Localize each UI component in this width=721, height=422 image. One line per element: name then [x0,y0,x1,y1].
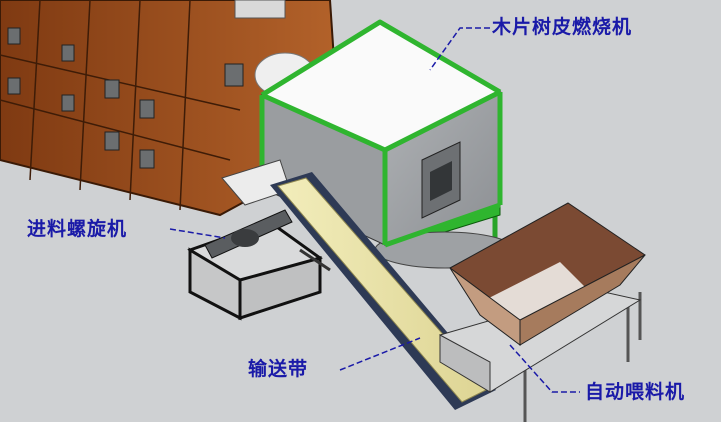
leader-lines [169,27,580,393]
burner-label: 木片树皮燃烧机 [492,16,633,38]
screw-feeder-unit [187,159,323,321]
leader-line-screw-feeder [169,228,226,239]
conveyor-label: 输送带 [248,358,309,380]
dryer-body [0,0,342,217]
leader-line-auto-feeder [509,344,580,393]
auto-feeder-unit [439,202,646,422]
burner-unit [259,19,516,269]
screw-feeder-label: 进料螺旋机 [27,218,128,240]
auto-feeder-label: 自动喂料机 [585,381,686,403]
leader-line-conveyor [339,337,421,371]
leader-line-burner [429,27,490,71]
